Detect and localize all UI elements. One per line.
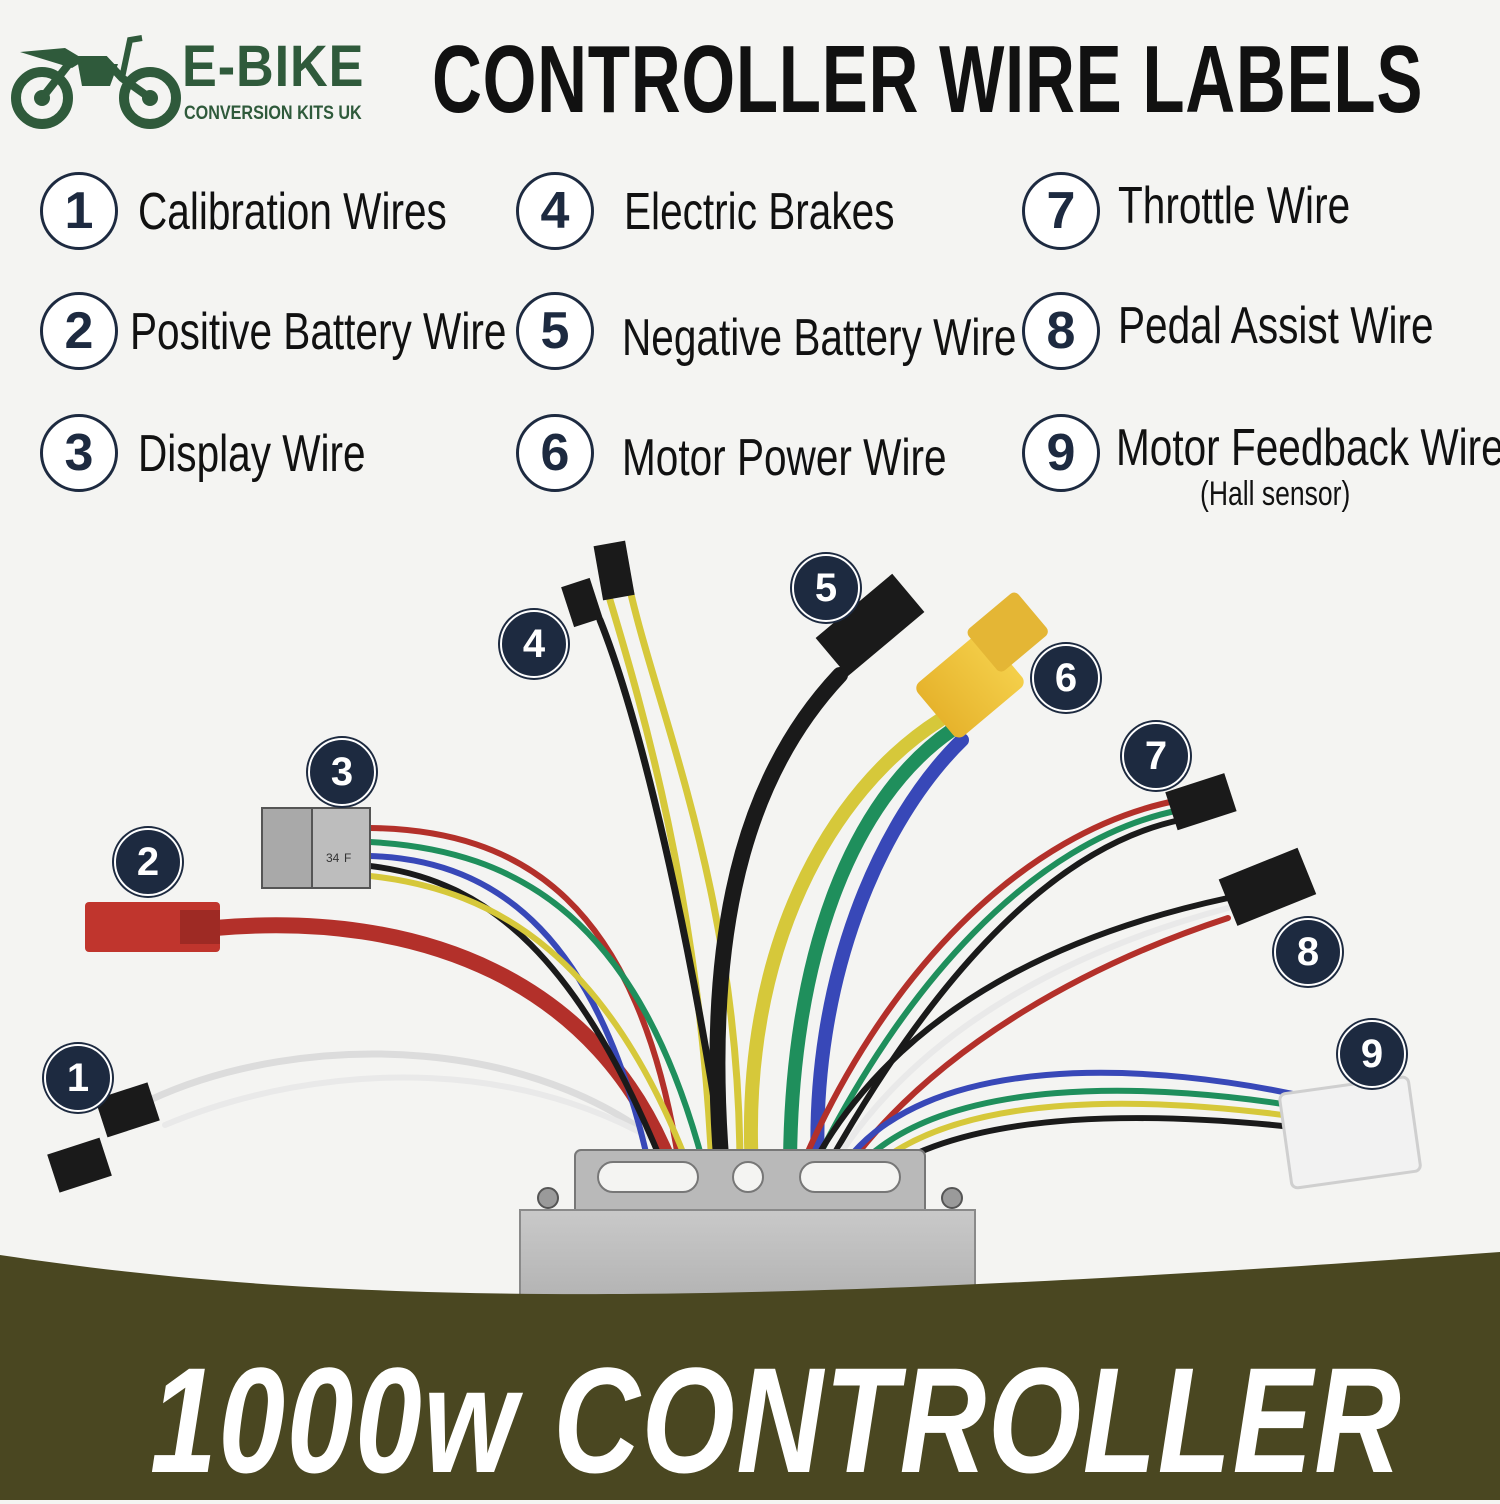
connector-calibration (47, 1082, 160, 1193)
legend-number: 6 (516, 414, 594, 492)
legend-note: (Hall sensor) (1200, 475, 1351, 513)
connector-label-1: 34 (326, 851, 340, 865)
footer-title: 1000w CONTROLLER (150, 1336, 1403, 1504)
marker-1: 1 (44, 1044, 112, 1112)
marker-2: 2 (114, 828, 182, 896)
connector-label-2: F (344, 851, 351, 865)
legend-label: Electric Brakes (624, 183, 895, 241)
legend-label: Pedal Assist Wire (1118, 297, 1434, 355)
connector-hall-sensor (1278, 1075, 1422, 1190)
legend-label: Display Wire (138, 425, 366, 483)
marker-9: 9 (1338, 1020, 1406, 1088)
brand-name: E-BIKE (182, 34, 365, 99)
marker-7: 7 (1122, 722, 1190, 790)
brand-logo (10, 30, 400, 130)
marker-8: 8 (1274, 918, 1342, 986)
legend-number: 4 (516, 172, 594, 250)
legend-label: Calibration Wires (138, 183, 447, 241)
connector-battery-negative (815, 573, 925, 677)
connector-display: 34 F (261, 807, 371, 889)
connector-battery-positive (85, 902, 220, 952)
connector-motor-power (916, 592, 1048, 738)
legend-label: Motor Power Wire (622, 429, 947, 487)
motorbike-icon (11, 35, 181, 129)
legend-number: 2 (40, 292, 118, 370)
connector-brakes (561, 540, 635, 628)
legend-number: 9 (1022, 414, 1100, 492)
marker-4: 4 (500, 610, 568, 678)
page-title: CONTROLLER WIRE LABELS (432, 26, 1424, 133)
connector-throttle (1165, 773, 1237, 831)
legend-number: 3 (40, 414, 118, 492)
marker-6: 6 (1032, 644, 1100, 712)
legend-number: 5 (516, 292, 594, 370)
marker-3: 3 (308, 738, 376, 806)
wire-bundle (146, 586, 1323, 1178)
legend-number: 7 (1022, 172, 1100, 250)
controller-illustration: 34 F (0, 540, 1500, 1500)
legend-label: Throttle Wire (1118, 177, 1351, 235)
legend-label: Motor Feedback Wire (1116, 419, 1500, 477)
legend-number: 8 (1022, 292, 1100, 370)
legend-number: 1 (40, 172, 118, 250)
marker-5: 5 (792, 554, 860, 622)
brand-tagline: CONVERSION KITS UK (184, 103, 362, 124)
footer-band (0, 1252, 1500, 1500)
legend-label: Positive Battery Wire (130, 303, 507, 361)
legend-label: Negative Battery Wire (622, 309, 1017, 367)
connector-pedal-assist (1218, 847, 1317, 926)
